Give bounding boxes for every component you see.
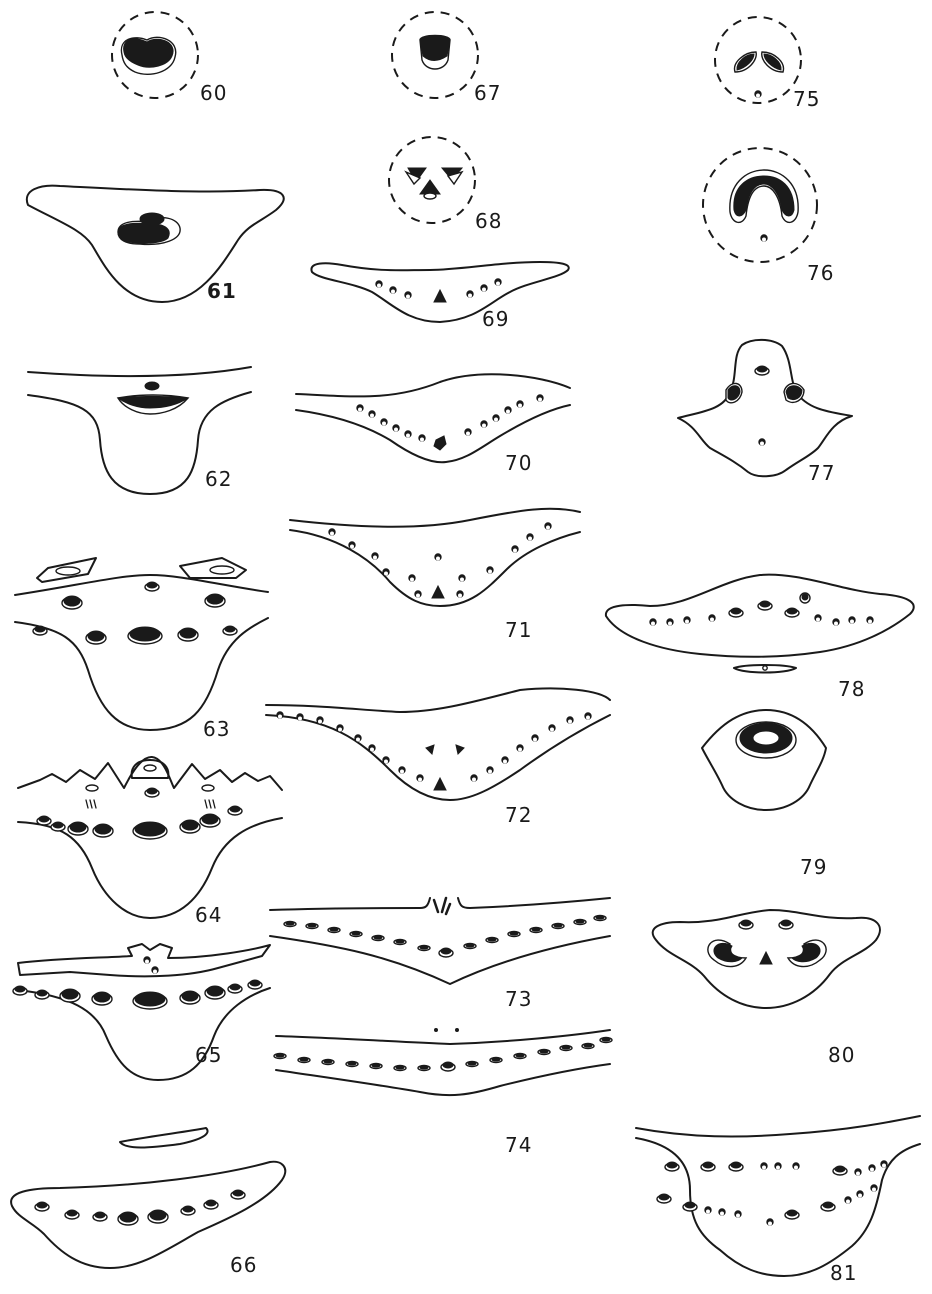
figure-75: 75 [715, 17, 820, 111]
figure-label-71: 71 [505, 618, 532, 642]
figure-label-60: 60 [200, 81, 227, 105]
figure-60: 60 [112, 12, 227, 105]
figure-61: 61 [27, 186, 284, 303]
figure-label-61: 61 [207, 279, 237, 303]
figure-label-62: 62 [205, 467, 232, 491]
figure-65: 65 [13, 944, 270, 1080]
figure-label-78: 78 [838, 677, 865, 701]
figure-label-79: 79 [800, 855, 827, 879]
figure-79: 79 [702, 710, 827, 879]
figure-81: 81 [636, 1116, 920, 1285]
figure-label-64: 64 [195, 903, 222, 927]
figure-69: 69 [311, 262, 568, 331]
figure-73: 73 [270, 898, 610, 1011]
figure-label-63: 63 [203, 717, 230, 741]
figure-label-80: 80 [828, 1043, 855, 1067]
figure-72: 73 72 [266, 688, 610, 827]
figure-label-66: 66 [230, 1253, 257, 1277]
figure-77: 77 [678, 340, 852, 485]
figure-63: 63 [15, 558, 268, 741]
figure-label-67: 67 [474, 81, 501, 105]
figure-64: 64 [18, 757, 282, 927]
figure-label-72-visible: 72 [505, 803, 532, 827]
figure-74: 74 [274, 1029, 612, 1158]
figure-label-76: 76 [807, 261, 834, 285]
figure-label-73: 73 [505, 987, 532, 1011]
figure-70: 70 [296, 374, 570, 475]
figure-67: 67 [392, 12, 501, 105]
figure-label-74: 74 [505, 1133, 532, 1157]
figure-label-69: 69 [482, 307, 509, 331]
figure-label-77: 77 [808, 461, 835, 485]
figure-80: 80 [653, 910, 880, 1067]
figure-71: 71 [290, 509, 580, 642]
figure-68: 68 [389, 137, 502, 233]
figure-66: 66 [11, 1128, 285, 1277]
figure-label-75: 75 [793, 87, 820, 111]
figure-76: 76 [703, 148, 834, 285]
figure-62: 62 [28, 367, 251, 494]
figure-label-70: 70 [505, 451, 532, 475]
figure-78: 78 [606, 575, 914, 701]
figure-label-81: 81 [830, 1261, 857, 1285]
figure-label-65: 65 [195, 1043, 222, 1067]
figure-label-68: 68 [475, 209, 502, 233]
